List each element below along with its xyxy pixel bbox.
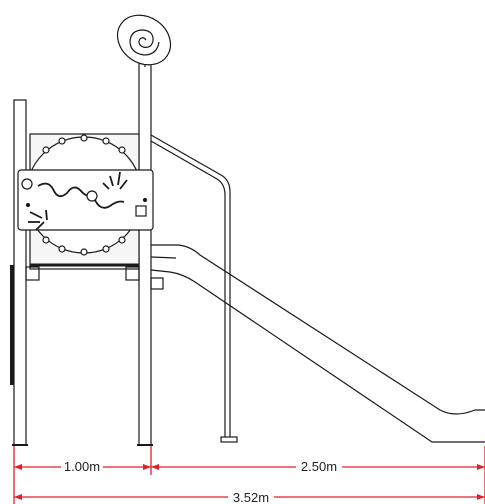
slide-bracket bbox=[150, 277, 164, 290]
spiral-spinner bbox=[116, 14, 172, 67]
dim-label-left-bg bbox=[61, 459, 103, 474]
dimension-arrowheads bbox=[14, 464, 485, 500]
dim-label-total-span: 3.52m bbox=[233, 490, 269, 504]
left-bracket bbox=[25, 266, 40, 281]
dim-label-left-span: 1.00m bbox=[64, 459, 100, 474]
maze-wire bbox=[37, 182, 125, 209]
dim-label-right-bg bbox=[296, 459, 342, 474]
dim-label-right-span: 2.50m bbox=[301, 459, 337, 474]
dim-label-total-bg bbox=[228, 489, 274, 504]
middle-post bbox=[138, 59, 152, 446]
activity-board bbox=[17, 169, 154, 231]
slide bbox=[150, 244, 485, 443]
board-button bbox=[135, 205, 147, 217]
board-knob bbox=[21, 178, 33, 190]
panel-bolts bbox=[42, 134, 126, 256]
maze-bead bbox=[86, 190, 98, 202]
left-post-edge bbox=[10, 265, 14, 385]
left-post bbox=[13, 99, 27, 446]
structure bbox=[10, 14, 485, 446]
sun-rays bbox=[28, 171, 128, 231]
handrail bbox=[150, 134, 238, 443]
middle-bracket bbox=[125, 266, 140, 281]
